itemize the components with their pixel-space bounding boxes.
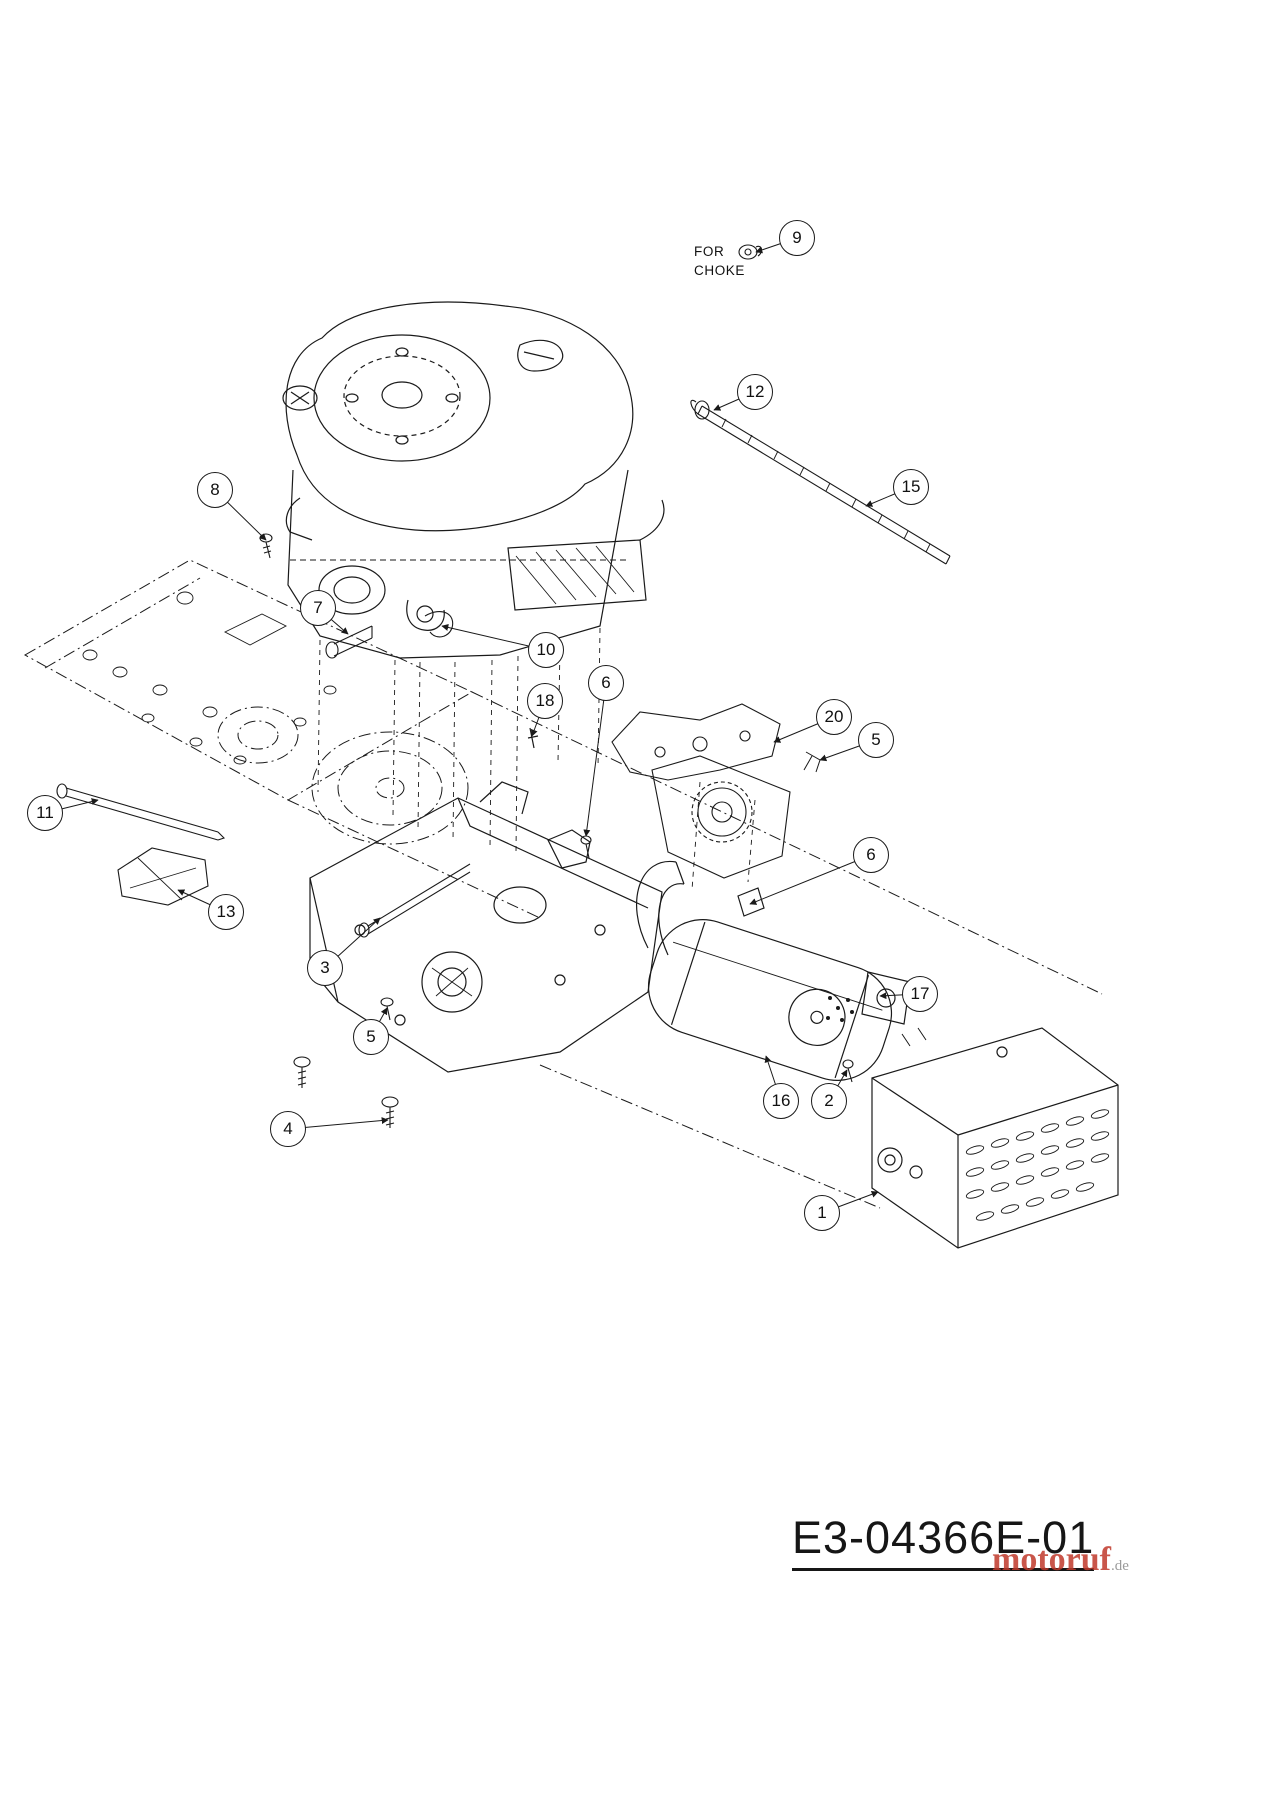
callout-2-17: 2 — [811, 1083, 847, 1119]
callout-6-11: 6 — [853, 837, 889, 873]
engine-drawing — [282, 301, 665, 659]
watermark-text: motoruf — [992, 1541, 1111, 1578]
callout-8-3: 8 — [197, 472, 233, 508]
callout-1-19: 1 — [804, 1195, 840, 1231]
callout-5-14: 5 — [353, 1019, 389, 1055]
diagram-part-code: E3-04366E-01 — [792, 1512, 1095, 1571]
callout-7-4: 7 — [300, 590, 336, 626]
callout-5-9: 5 — [858, 722, 894, 758]
callout-13-12: 13 — [208, 894, 244, 930]
callout-15-2: 15 — [893, 469, 929, 505]
watermark-suffix: .de — [1110, 1558, 1129, 1574]
callout-9-0: 9 — [779, 220, 815, 256]
callout-12-1: 12 — [737, 374, 773, 410]
callout-17-15: 17 — [902, 976, 938, 1012]
for-choke-label: FOR CHOKE — [694, 244, 746, 278]
bracket-drawing — [611, 703, 821, 879]
engine-cover-drawing — [871, 1027, 1119, 1249]
callout-20-8: 20 — [816, 699, 852, 735]
frame-deck-drawing — [23, 559, 1103, 1209]
rod-drawing — [690, 399, 951, 565]
callout-3-13: 3 — [307, 950, 343, 986]
callout-11-10: 11 — [27, 795, 63, 831]
muffler-drawing — [635, 860, 927, 1081]
callout-6-7: 6 — [588, 665, 624, 701]
deck-holes — [82, 591, 337, 765]
watermark: motoruf.de — [992, 1541, 1129, 1579]
callout-18-6: 18 — [527, 683, 563, 719]
callout-16-16: 16 — [763, 1083, 799, 1119]
callout-10-5: 10 — [528, 632, 564, 668]
callout-4-18: 4 — [270, 1111, 306, 1147]
